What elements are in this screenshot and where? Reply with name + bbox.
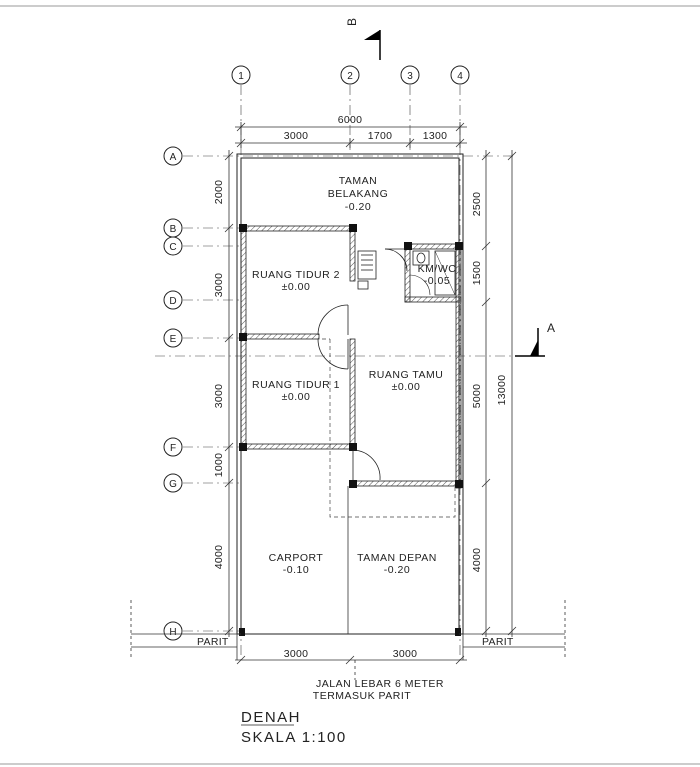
grid-row-b-label: B bbox=[170, 224, 177, 235]
dim-left-seg-2: 3000 bbox=[213, 273, 225, 298]
grid-row-a-label: A bbox=[170, 152, 177, 163]
room-carport-level: -0.10 bbox=[283, 564, 309, 576]
room-ruang-tidur-1-level: ±0.00 bbox=[282, 391, 311, 403]
road-parit bbox=[130, 600, 566, 680]
grid-bubble-row-g bbox=[163, 473, 183, 493]
grid-bubble-row-a bbox=[163, 146, 183, 166]
dim-top-seg-3: 1300 bbox=[423, 130, 448, 142]
section-marker-b: B bbox=[345, 18, 381, 60]
grid-row-d-label: D bbox=[169, 296, 176, 307]
room-kmwc-name: KM/WC bbox=[418, 263, 457, 275]
grid-col-1-label: 1 bbox=[238, 71, 244, 82]
grid-row-f-label: F bbox=[170, 443, 176, 454]
wall-between-bedrooms bbox=[240, 333, 320, 340]
top-dimensions bbox=[235, 122, 467, 148]
road-label-line1: JALAN LEBAR 6 METER bbox=[316, 678, 444, 690]
columns-posts bbox=[239, 224, 463, 636]
grid-row-e-label: E bbox=[170, 334, 177, 345]
section-a-label: A bbox=[547, 321, 555, 335]
shower-area bbox=[434, 250, 456, 296]
dim-top-seg-1: 3000 bbox=[284, 130, 309, 142]
room-taman-belakang-level: -0.20 bbox=[345, 201, 371, 213]
grid-bubble-col-4 bbox=[450, 65, 470, 85]
wall-kmwc-south bbox=[404, 296, 462, 303]
grid-bubble-row-e bbox=[163, 328, 183, 348]
wall-front-living bbox=[349, 480, 462, 487]
toilet-bowl bbox=[416, 252, 426, 264]
dim-top-seg-2: 1700 bbox=[368, 130, 393, 142]
left-dimensions bbox=[224, 150, 234, 637]
room-ruang-tamu-level: ±0.00 bbox=[392, 381, 421, 393]
sink-unit bbox=[357, 250, 377, 280]
grid-col-2-label: 2 bbox=[347, 71, 353, 82]
dim-right-seg-2: 1500 bbox=[471, 261, 483, 286]
dim-left-seg-1: 2000 bbox=[213, 180, 225, 205]
grid-bubble-row-f bbox=[163, 437, 183, 457]
room-ruang-tamu-name: RUANG TAMU bbox=[369, 369, 444, 381]
room-taman-belakang-name1: TAMAN bbox=[339, 175, 377, 187]
grid-bubble-col-3 bbox=[400, 65, 420, 85]
dim-bottom-seg-2: 3000 bbox=[393, 648, 418, 660]
drawing-title: DENAH bbox=[241, 709, 301, 726]
wall-kmwc-west bbox=[404, 243, 411, 303]
parit-left-label: PARIT bbox=[197, 636, 229, 648]
bottom-dimensions bbox=[235, 655, 467, 665]
overhang-lines bbox=[315, 338, 456, 518]
room-ruang-tidur-2-name: RUANG TIDUR 2 bbox=[252, 269, 340, 281]
dim-top-total: 6000 bbox=[338, 114, 363, 126]
grid-bubble-row-h bbox=[163, 621, 183, 641]
fixtures bbox=[357, 250, 456, 296]
dim-right-seg-1: 2500 bbox=[471, 192, 483, 217]
dim-bottom-seg-1: 3000 bbox=[284, 648, 309, 660]
grid-col-3-label: 3 bbox=[407, 71, 413, 82]
tap-box bbox=[357, 280, 369, 290]
grid-row-c-label: C bbox=[169, 242, 176, 253]
grid-row-g-label: G bbox=[169, 479, 177, 490]
grid-row-markers bbox=[155, 146, 515, 641]
section-marker-a: A bbox=[515, 321, 555, 357]
dim-left-seg-5: 4000 bbox=[213, 545, 225, 570]
grid-bubble-row-c bbox=[163, 236, 183, 256]
wall-south-bedroom1 bbox=[240, 443, 355, 450]
right-dimensions bbox=[481, 150, 517, 637]
room-carport-name: CARPORT bbox=[269, 552, 324, 564]
room-ruang-tidur-2-level: ±0.00 bbox=[282, 281, 311, 293]
grid-col-4-label: 4 bbox=[457, 71, 463, 82]
wall-north-bedroom2 bbox=[240, 225, 355, 232]
grid-bubble-col-2 bbox=[340, 65, 360, 85]
grid-bubble-col-1 bbox=[231, 65, 251, 85]
doors bbox=[317, 248, 431, 481]
room-kmwc-level: -0.05 bbox=[424, 275, 450, 287]
dim-right-seg-4: 4000 bbox=[471, 548, 483, 573]
road-label-line2: TERMASUK PARIT bbox=[313, 690, 411, 702]
dim-left-seg-4: 1000 bbox=[213, 453, 225, 478]
drawing-scale: SKALA 1:100 bbox=[241, 729, 347, 746]
dim-right-seg-3: 5000 bbox=[471, 384, 483, 409]
room-taman-depan-name: TAMAN DEPAN bbox=[357, 552, 437, 564]
dim-left-seg-3: 3000 bbox=[213, 384, 225, 409]
grid-bubble-row-d bbox=[163, 290, 183, 310]
section-b-label: B bbox=[345, 18, 359, 26]
dim-right-total: 13000 bbox=[496, 375, 508, 406]
room-taman-belakang-name2: BELAKANG bbox=[328, 188, 389, 200]
wall-corridor-upper bbox=[349, 230, 356, 282]
toilet-tank bbox=[412, 250, 430, 266]
room-taman-depan-level: -0.20 bbox=[384, 564, 410, 576]
grid-row-h-label: H bbox=[169, 627, 176, 638]
room-ruang-tidur-1-name: RUANG TIDUR 1 bbox=[252, 379, 340, 391]
parit-right-label: PARIT bbox=[482, 636, 514, 648]
wall-corridor-lower bbox=[349, 338, 356, 450]
wall-east bbox=[455, 243, 462, 489]
wall-north-kmwc bbox=[404, 243, 462, 250]
